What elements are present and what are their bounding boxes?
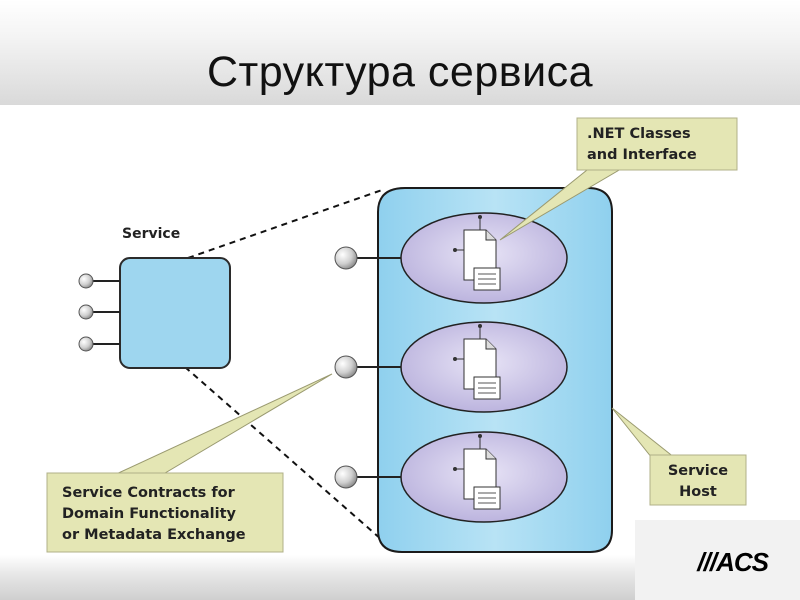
service-endpoint-icon xyxy=(78,336,94,352)
net-callout-box xyxy=(576,117,738,171)
contracts-callout-line3: or Metadata Exchange xyxy=(62,527,246,543)
title-band xyxy=(0,0,800,105)
host-callout-line1: Service xyxy=(668,463,728,479)
class-group-1 xyxy=(400,212,568,304)
contracts-callout-pointer xyxy=(111,373,333,477)
contracts-callout-line2: Domain Functionality xyxy=(62,506,236,522)
class-group-2 xyxy=(400,321,568,413)
net-callout-line1: .NET Classes xyxy=(587,126,691,142)
host-callout-box xyxy=(649,454,747,506)
document-icon xyxy=(453,215,501,291)
service-endpoint-icon xyxy=(78,304,94,320)
host-callout-pointer xyxy=(611,407,677,459)
class-group-3 xyxy=(400,431,568,523)
host-endpoint-icon xyxy=(334,246,358,270)
logo-box xyxy=(635,520,800,600)
acs-logo: ///ACS xyxy=(697,547,769,577)
document-icon xyxy=(453,434,501,510)
page-title: Структура сервиса xyxy=(206,48,594,96)
net-callout-line2: and Interface xyxy=(587,147,697,163)
service-label: Service xyxy=(122,226,180,242)
document-icon xyxy=(453,324,501,400)
contracts-callout-line1: Service Contracts for xyxy=(62,485,236,501)
service-box xyxy=(119,257,231,369)
host-endpoint-icon xyxy=(334,465,358,489)
dashed-connector-top xyxy=(187,189,383,259)
service-endpoint-icon xyxy=(78,273,94,289)
host-callout-line2: Host xyxy=(679,484,717,500)
contracts-callout-box xyxy=(46,472,284,553)
host-endpoint-icon xyxy=(334,355,358,379)
